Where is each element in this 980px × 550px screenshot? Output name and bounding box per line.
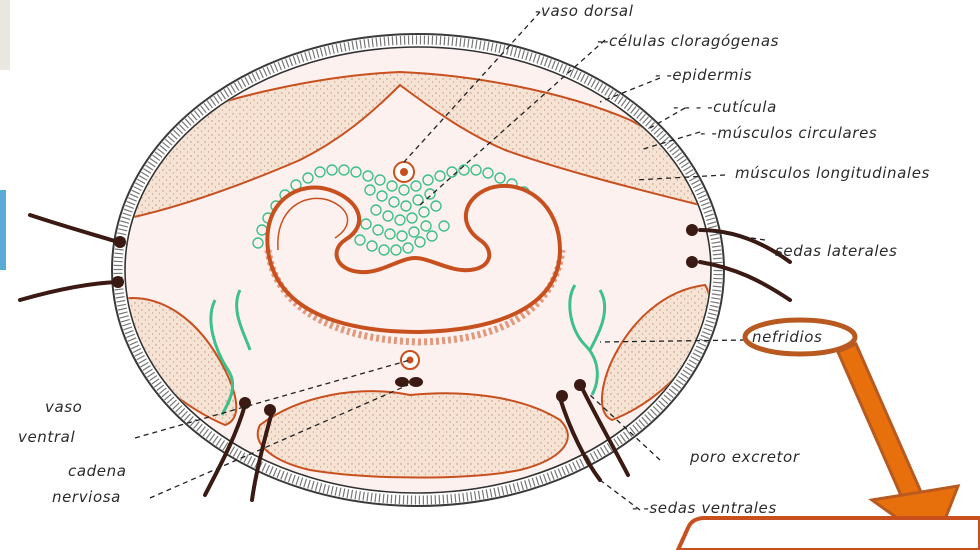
ventral-muscle-band xyxy=(258,391,568,477)
label-vaso-ventral-1: vaso xyxy=(45,398,82,416)
label-epidermis: - -epidermis xyxy=(655,66,752,84)
label-cadena-nerviosa-2: nerviosa xyxy=(52,488,121,506)
label-vaso-ventral-2: ventral xyxy=(18,428,75,446)
label-sedas-laterales: sedas laterales xyxy=(775,242,897,260)
label-poro-excretor: poro excretor xyxy=(689,448,800,466)
label-musculos-longitudinales: músculos longitudinales xyxy=(735,164,930,182)
label-celulas-cloragogenas: --células cloragógenas xyxy=(597,32,779,50)
label-sedas-ventrales: - -sedas ventrales xyxy=(632,499,777,517)
label-nefridios: nefridios xyxy=(752,328,822,346)
callout-box xyxy=(678,518,980,550)
highlight-arrow xyxy=(838,344,958,545)
label-vaso-dorsal: -vaso dorsal xyxy=(535,2,634,20)
label-cuticula: - - - -cutícula xyxy=(673,98,777,116)
label-musculos-circulares: - -músculos circulares xyxy=(700,124,877,142)
label-cadena-nerviosa-1: cadena xyxy=(68,462,127,480)
left-accent-bar xyxy=(0,190,6,270)
left-frame-artifact xyxy=(0,0,10,70)
